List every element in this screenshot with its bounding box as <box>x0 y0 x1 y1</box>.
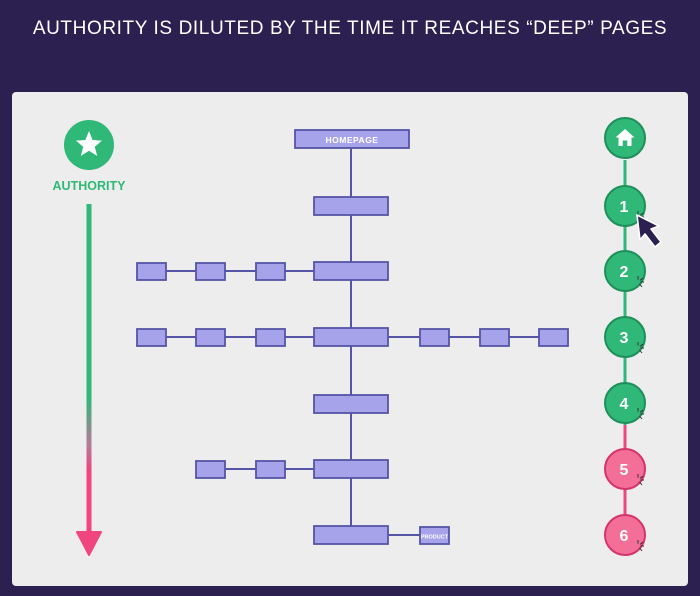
level3-side-node <box>195 328 226 347</box>
click-burst-icon <box>637 474 644 486</box>
level-number: 3 <box>620 330 629 347</box>
level5-side-node <box>195 460 226 479</box>
level-number: 2 <box>620 264 629 281</box>
level-circle <box>604 382 646 424</box>
level3-node <box>313 327 389 347</box>
tree-nodes <box>136 129 569 545</box>
level-number: 6 <box>620 528 629 545</box>
authority-label: AUTHORITY <box>53 179 127 193</box>
level-number: 5 <box>620 462 629 479</box>
page-title: AUTHORITY IS DILUTED BY THE TIME IT REAC… <box>32 18 668 39</box>
level1-node <box>313 196 389 216</box>
level3-side-node <box>538 328 569 347</box>
level5-node <box>313 459 389 479</box>
level3-side-node <box>419 328 450 347</box>
authority-indicator: AUTHORITY <box>53 120 127 556</box>
level3-side-node <box>255 328 286 347</box>
click-burst-icon <box>637 276 644 288</box>
homepage-label: HOMEPAGE <box>326 135 379 145</box>
level4-node <box>313 394 389 414</box>
level6-node <box>313 525 389 545</box>
authority-gradient-arrow <box>86 204 92 538</box>
level2-node <box>313 261 389 281</box>
level-circle <box>604 316 646 358</box>
click-burst-icon <box>637 408 644 420</box>
level3-side-node <box>136 328 167 347</box>
level-circle <box>604 448 646 490</box>
depth-levels: 1 2 3 4 5 6 <box>604 117 646 556</box>
level-circle <box>604 514 646 556</box>
click-burst-icon <box>637 342 644 354</box>
level2-side-node <box>195 262 226 281</box>
level-number: 1 <box>620 199 629 216</box>
level2-side-node <box>136 262 167 281</box>
click-burst-icon <box>637 540 644 552</box>
level-number: 4 <box>620 396 629 413</box>
homepage-node <box>294 129 410 149</box>
level5-side-node <box>255 460 286 479</box>
level2-side-node <box>255 262 286 281</box>
product-node <box>419 526 450 545</box>
product-label: PRODUCT <box>421 535 449 541</box>
level-circle <box>604 250 646 292</box>
home-icon <box>615 129 635 146</box>
level-circle <box>604 185 646 227</box>
level3-side-node <box>479 328 510 347</box>
star-icon <box>76 131 102 156</box>
authority-arrowhead <box>76 531 102 556</box>
cursor-arrow-icon <box>636 214 662 248</box>
